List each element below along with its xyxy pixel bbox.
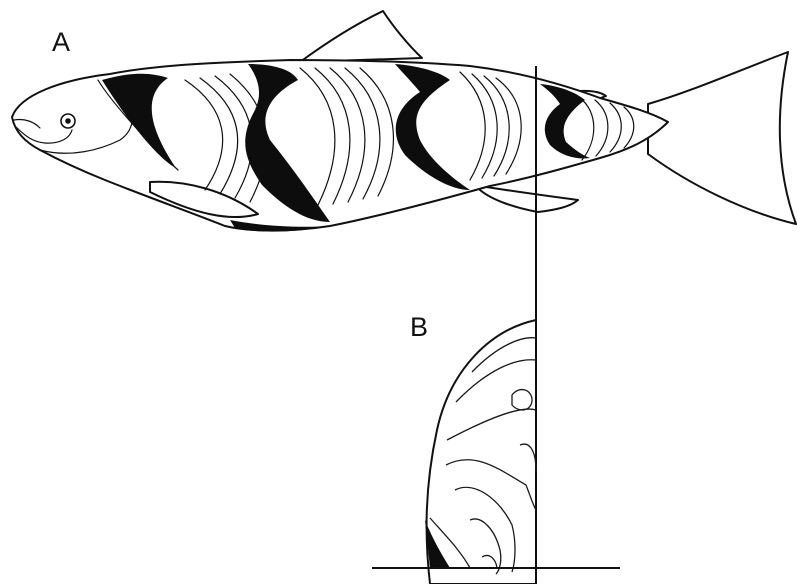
panel-label-a: A <box>52 27 70 57</box>
panel-label-b: B <box>410 312 428 342</box>
anal-fin <box>480 186 578 212</box>
tail-fin <box>648 52 796 224</box>
panel-b-cross-section <box>372 320 620 584</box>
cross-section-outline <box>427 320 536 584</box>
dorsal-fin <box>300 11 422 62</box>
panel-a-fish-lateral-view <box>12 11 796 584</box>
